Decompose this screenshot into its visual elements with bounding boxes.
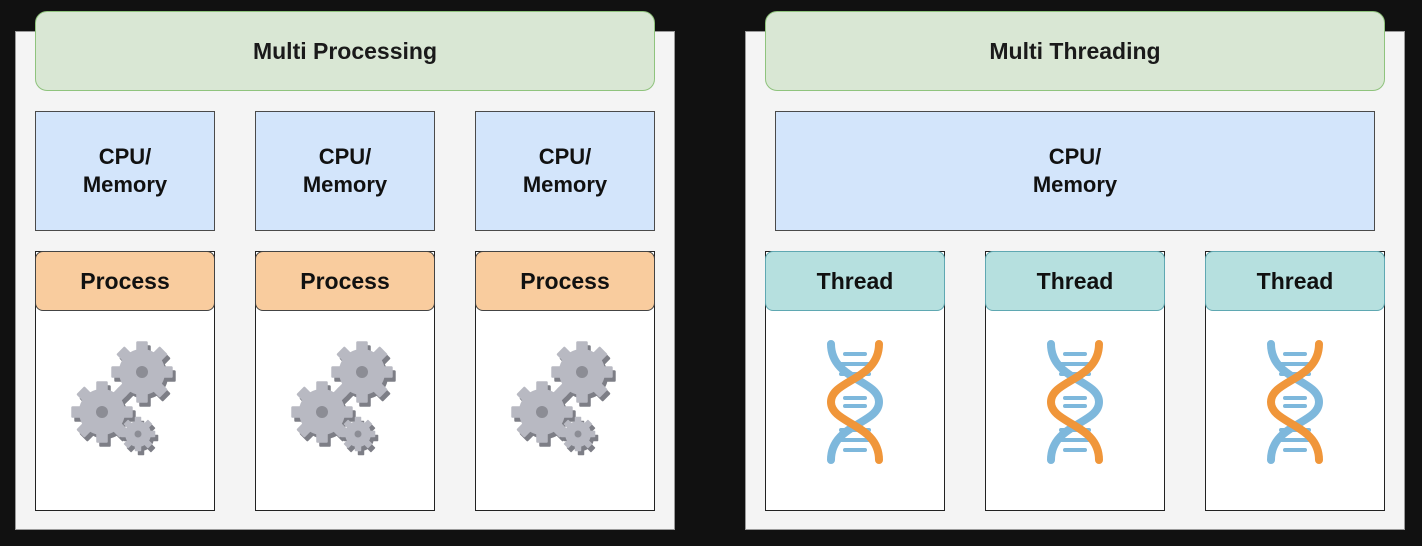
process-card: Process bbox=[475, 251, 655, 511]
thread-header: Thread bbox=[985, 251, 1165, 311]
multiprocessing-header: Multi Processing bbox=[35, 11, 655, 91]
process-header: Process bbox=[35, 251, 215, 311]
process-label: Process bbox=[80, 267, 170, 294]
cpu-memory-box: CPU/Memory bbox=[255, 111, 435, 231]
process-label: Process bbox=[520, 267, 610, 294]
memory-label: Memory bbox=[522, 172, 608, 197]
gears-icon bbox=[510, 340, 620, 470]
dna-icon bbox=[1263, 340, 1327, 464]
process-header: Process bbox=[255, 251, 435, 311]
memory-label: Memory bbox=[82, 172, 168, 197]
thread-label: Thread bbox=[816, 267, 894, 294]
process-card: Process bbox=[255, 251, 435, 511]
thread-label: Thread bbox=[1036, 267, 1114, 294]
memory-label: Memory bbox=[302, 172, 388, 197]
cpu-label: CPU/ bbox=[98, 144, 152, 169]
thread-header: Thread bbox=[1205, 251, 1385, 311]
cpu-memory-box: CPU/Memory bbox=[35, 111, 215, 231]
dna-icon bbox=[823, 340, 887, 464]
thread-card: Thread bbox=[985, 251, 1165, 511]
multithreading-header: Multi Threading bbox=[765, 11, 1385, 91]
thread-label: Thread bbox=[1256, 267, 1334, 294]
process-header: Process bbox=[475, 251, 655, 311]
thread-card: Thread bbox=[1205, 251, 1385, 511]
process-label: Process bbox=[300, 267, 390, 294]
thread-header: Thread bbox=[765, 251, 945, 311]
gears-icon bbox=[70, 340, 180, 470]
gears-icon bbox=[290, 340, 400, 470]
multithreading-title: Multi Threading bbox=[989, 37, 1161, 64]
multiprocessing-title: Multi Processing bbox=[252, 37, 438, 64]
cpu-label: CPU/ bbox=[318, 144, 372, 169]
cpu-label: CPU/ bbox=[538, 144, 592, 169]
shared-cpu-memory-box: CPU/Memory bbox=[775, 111, 1375, 231]
memory-label: Memory bbox=[1032, 172, 1118, 197]
thread-card: Thread bbox=[765, 251, 945, 511]
cpu-label: CPU/ bbox=[1048, 144, 1102, 169]
process-card: Process bbox=[35, 251, 215, 511]
cpu-memory-box: CPU/Memory bbox=[475, 111, 655, 231]
dna-icon bbox=[1043, 340, 1107, 464]
